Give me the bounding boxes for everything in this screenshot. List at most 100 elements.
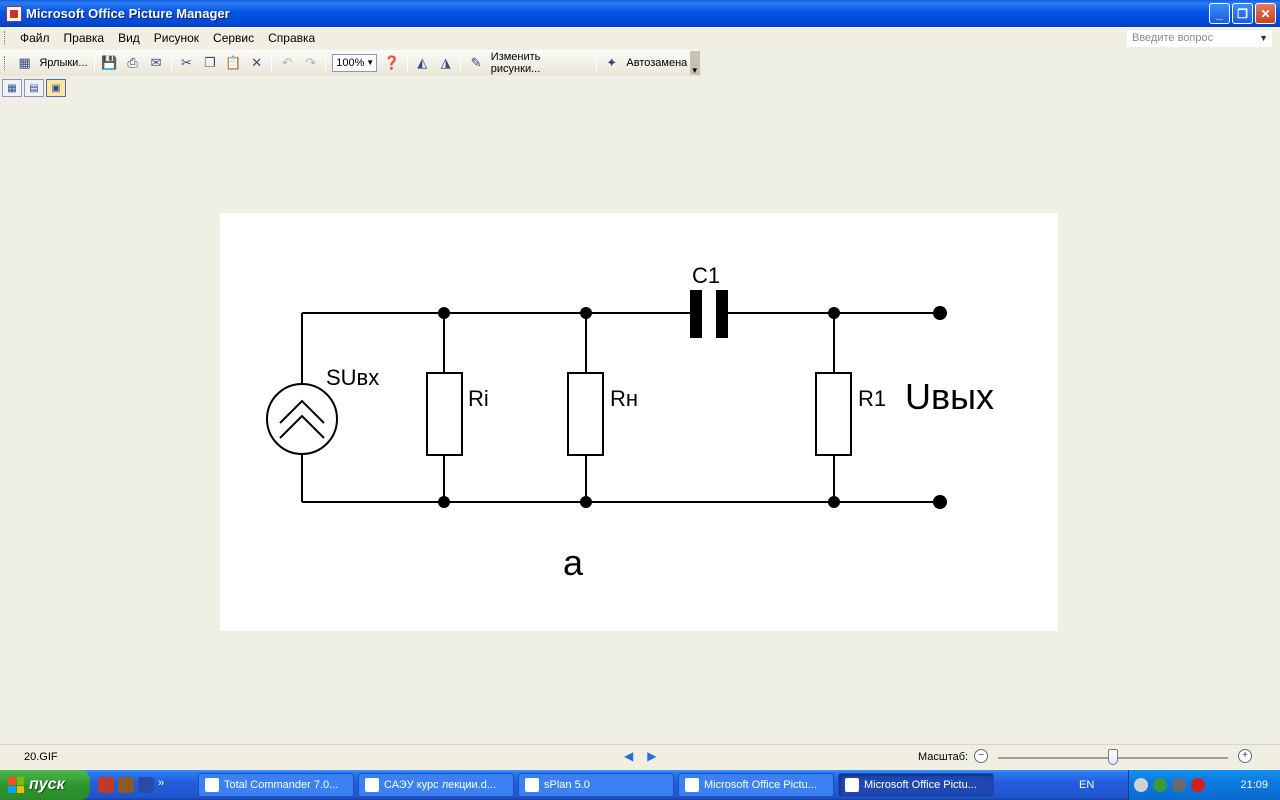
taskbar-item-splan[interactable]: sPlan 5.0 xyxy=(518,773,674,797)
chevron-right-icon[interactable]: » xyxy=(158,777,165,789)
taskbar-item-picture-manager[interactable]: Microsoft Office Pictu... xyxy=(678,773,834,797)
total-commander-icon xyxy=(205,778,219,792)
language-indicator[interactable]: EN xyxy=(1079,779,1095,791)
help-search-input[interactable]: Введите вопрос ▼ xyxy=(1127,30,1272,47)
zoom-out-icon[interactable]: − xyxy=(974,749,988,763)
kaspersky-icon[interactable] xyxy=(1191,778,1205,792)
node xyxy=(580,307,592,319)
next-picture-icon[interactable]: ▶ xyxy=(647,749,657,763)
save-icon[interactable] xyxy=(138,777,154,793)
node xyxy=(580,496,592,508)
help-icon[interactable]: ❓ xyxy=(383,55,400,70)
word-document-icon xyxy=(365,778,379,792)
node xyxy=(438,307,450,319)
quick-launch: » xyxy=(98,777,194,793)
single-picture-view-icon[interactable]: ▣ xyxy=(46,79,66,97)
edit-pictures-button[interactable]: Изменить рисунки... xyxy=(490,51,541,75)
autocorrect-icon[interactable]: ✦ xyxy=(606,55,618,70)
app-icon[interactable] xyxy=(118,777,134,793)
taskbar-item-total-commander[interactable]: Total Commander 7.0... xyxy=(198,773,354,797)
autocorrect-button[interactable]: Автозамена xyxy=(626,57,688,69)
picture-manager-icon xyxy=(685,778,699,792)
label-r1: R1 xyxy=(858,386,886,411)
toolbar-divider xyxy=(271,54,273,72)
previous-picture-icon[interactable]: ◀ xyxy=(624,749,634,763)
picture-canvas: C1 SUвх Ri Rн R1 Uвых а xyxy=(0,100,1280,744)
rotate-right-icon[interactable]: ◮ xyxy=(440,55,451,70)
clock[interactable]: 21:09 xyxy=(1240,779,1268,791)
label-ri: Ri xyxy=(468,386,489,411)
label-source: SUвх xyxy=(326,365,379,390)
toolbar-divider xyxy=(170,54,172,72)
taskbar: пуск » Total Commander 7.0... САЭУ курс … xyxy=(0,770,1280,800)
picture-manager-icon xyxy=(845,778,859,792)
network-icon[interactable] xyxy=(1153,778,1167,792)
toolbar-options-button[interactable]: ▼ xyxy=(690,51,700,75)
help-search-placeholder: Введите вопрос xyxy=(1132,32,1214,44)
menu-help[interactable]: Справка xyxy=(268,31,316,45)
windows-logo-icon xyxy=(8,777,24,793)
source-arrow-lower xyxy=(279,414,325,439)
email-icon[interactable]: ✉ xyxy=(150,55,162,70)
zoom-slider-thumb[interactable] xyxy=(1108,749,1118,765)
shortcuts-icon[interactable]: ▦ xyxy=(18,55,31,70)
current-source-circle xyxy=(266,383,338,455)
paste-icon[interactable]: 📋 xyxy=(225,55,242,70)
save-icon[interactable]: 💾 xyxy=(101,55,118,70)
circuit-diagram-image: C1 SUвх Ri Rн R1 Uвых а xyxy=(220,213,1058,631)
task-label: sPlan 5.0 xyxy=(544,779,590,791)
minimize-button[interactable]: _ xyxy=(1209,3,1230,24)
start-button[interactable]: пуск xyxy=(0,770,90,800)
opera-icon[interactable] xyxy=(98,777,114,793)
zoom-select[interactable]: 100% ▼ xyxy=(332,54,378,72)
task-label: Microsoft Office Pictu... xyxy=(864,779,977,791)
resistor-ri xyxy=(426,372,463,456)
chevron-down-icon[interactable]: ▼ xyxy=(1259,33,1268,43)
view-toolbar: ▦ ▤ ▣ xyxy=(0,77,68,99)
thumbnail-view-icon[interactable]: ▦ xyxy=(2,79,22,97)
node xyxy=(828,307,840,319)
print-icon[interactable]: ⎙ xyxy=(127,55,138,70)
edit-pictures-icon[interactable]: ✎ xyxy=(470,55,482,70)
task-label: САЭУ курс лекции.d... xyxy=(384,779,497,791)
resistor-rn xyxy=(567,372,604,456)
standard-toolbar: ▦ Ярлыки... 💾 ⎙ ✉ ✂ ❐ 📋 ✕ ↶ ↷ 100% ▼ ❓ ◭… xyxy=(0,50,700,76)
chevron-down-icon[interactable]: ▼ xyxy=(366,58,375,67)
output-terminal xyxy=(933,306,947,320)
close-button[interactable]: ✕ xyxy=(1255,3,1276,24)
maximize-button[interactable]: ❐ xyxy=(1232,3,1253,24)
label-c1: C1 xyxy=(692,263,720,288)
shortcuts-button[interactable]: Ярлыки... xyxy=(39,57,88,69)
task-label: Total Commander 7.0... xyxy=(224,779,339,791)
copy-icon[interactable]: ❐ xyxy=(204,55,216,70)
toolbar-grip[interactable] xyxy=(4,31,7,45)
menu-picture[interactable]: Рисунок xyxy=(153,31,200,45)
menu-file[interactable]: Файл xyxy=(20,31,50,45)
rotate-left-icon[interactable]: ◭ xyxy=(417,55,428,70)
safely-remove-icon[interactable] xyxy=(1172,778,1186,792)
cut-icon[interactable]: ✂ xyxy=(181,55,192,70)
menu-tools[interactable]: Сервис xyxy=(213,31,255,45)
taskbar-item-word-document[interactable]: САЭУ курс лекции.d... xyxy=(358,773,514,797)
figure-caption: а xyxy=(563,542,584,583)
undo-icon[interactable]: ↶ xyxy=(281,55,293,70)
toolbar-grip[interactable] xyxy=(4,56,7,70)
menu-edit[interactable]: Правка xyxy=(63,31,105,45)
filmstrip-view-icon[interactable]: ▤ xyxy=(24,79,44,97)
taskbar-item-picture-manager-active[interactable]: Microsoft Office Pictu... xyxy=(838,773,994,797)
start-label: пуск xyxy=(29,776,65,793)
zoom-in-icon[interactable]: + xyxy=(1238,749,1252,763)
source-arrow-upper xyxy=(279,399,325,424)
resistor-r1 xyxy=(815,372,852,456)
zoom-label: Масштаб: xyxy=(918,751,969,763)
delete-icon[interactable]: ✕ xyxy=(251,55,263,70)
show-hidden-icons-icon[interactable] xyxy=(1134,778,1148,792)
menu-view[interactable]: Вид xyxy=(118,31,140,45)
label-rn: Rн xyxy=(610,386,638,411)
label-output: Uвых xyxy=(905,376,994,417)
output-terminal xyxy=(933,495,947,509)
toolbar-divider xyxy=(325,54,327,72)
redo-icon[interactable]: ↷ xyxy=(305,55,317,70)
toolbar-divider xyxy=(460,54,462,72)
system-tray: EN 21:09 xyxy=(1079,770,1280,800)
